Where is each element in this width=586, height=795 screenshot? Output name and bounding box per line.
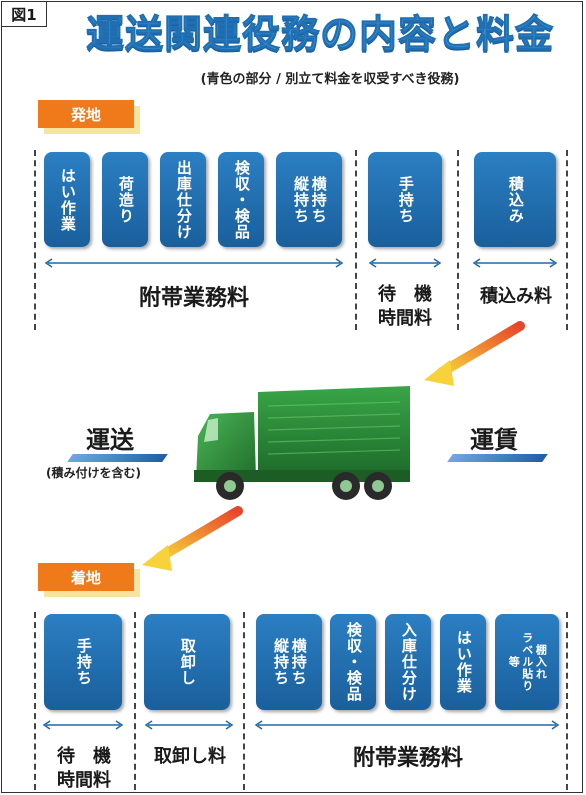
range-arrow-loading (472, 258, 558, 268)
task-label: 等 (507, 656, 521, 668)
page-subtitle: (青色の部分 / 別立て料金を収受すべき役務) (200, 72, 460, 87)
truck-icon (188, 384, 418, 510)
task-label: はい作業 (454, 630, 473, 694)
range-arrow-waiting-origin (368, 258, 442, 268)
task-label: 検収・検品 (232, 159, 251, 240)
fee-unloading: 取卸し料 (154, 746, 226, 767)
divider-mid2-bottom (243, 612, 245, 790)
range-arrow-incidental-dest (254, 720, 560, 730)
fee-waiting-dest-line2: 時間料 (57, 770, 111, 791)
task-label: 検収・検品 (344, 622, 363, 702)
task-label: 横持ち (309, 175, 328, 224)
task-origin-6: 積込み (474, 152, 556, 247)
fee-waiting-origin-line2: 時間料 (378, 308, 432, 329)
task-dest-5: はい作業 (440, 614, 486, 710)
fee-waiting-dest-line1: 待 機 (57, 746, 111, 767)
task-dest-3: 検収・検品 (330, 614, 376, 710)
task-origin-3: 検収・検品 (218, 152, 264, 247)
fee-incidental-dest: 附帯業務料 (352, 746, 463, 771)
fee-incidental-origin: 附帯業務料 (138, 286, 249, 311)
destination-tag: 着地 (38, 563, 134, 591)
task-label: 手持ち (396, 175, 415, 224)
page-title: 運送関連役務の内容と料金 (85, 12, 554, 57)
task-label: はい作業 (58, 167, 77, 232)
task-label: 手持ち (74, 638, 93, 686)
task-label: 横持ち (289, 638, 308, 686)
task-dest-6: 棚入れラベル貼り等 (495, 614, 559, 710)
task-origin-2: 出庫仕分け (160, 152, 206, 247)
fee-loading: 積込み料 (480, 286, 552, 307)
task-dest-4: 入庫仕分け (385, 614, 431, 710)
task-origin-5: 手持ち (368, 152, 442, 247)
task-label: 取卸し (178, 638, 197, 686)
task-label: ラベル貼り (520, 632, 534, 692)
figure-label: 図1 (1, 1, 47, 27)
task-label: 荷造り (116, 175, 135, 224)
task-label: 縦持ち (292, 175, 310, 224)
transport-note: (積み付けを含む) (46, 466, 141, 480)
fare-band (447, 454, 548, 462)
task-label: 出庫仕分け (174, 159, 193, 240)
range-arrow-incidental-origin (44, 258, 344, 268)
curved-arrow-icon (420, 320, 530, 394)
task-origin-0: はい作業 (44, 152, 90, 247)
fee-waiting-origin-line1: 待 機 (378, 284, 432, 305)
origin-tag: 発地 (38, 100, 134, 128)
divider-mid1-top (355, 150, 357, 330)
divider-right-bottom (566, 612, 568, 790)
range-arrow-unloading (144, 720, 234, 730)
divider-right-top (566, 150, 568, 330)
task-dest-0: 手持ち (44, 614, 122, 710)
task-label: 縦持ち (272, 638, 290, 686)
fare-label: 運賃 (470, 426, 518, 454)
divider-mid1-bottom (134, 612, 136, 790)
divider-left-top (34, 150, 36, 330)
curved-arrow-icon (138, 505, 248, 579)
task-label: 入庫仕分け (399, 622, 418, 702)
task-label: 積込み (506, 175, 525, 224)
task-label: 棚入れ (534, 644, 548, 680)
task-dest-2: 横持ち縦持ち (256, 614, 322, 710)
range-arrow-waiting-dest (42, 720, 124, 730)
divider-mid2-top (457, 150, 459, 330)
divider-left-bottom (34, 612, 36, 790)
task-origin-4: 横持ち縦持ち (276, 152, 342, 247)
transport-band (67, 454, 168, 462)
transport-label: 運送 (86, 426, 134, 454)
task-origin-1: 荷造り (102, 152, 148, 247)
task-dest-1: 取卸し (144, 614, 230, 710)
